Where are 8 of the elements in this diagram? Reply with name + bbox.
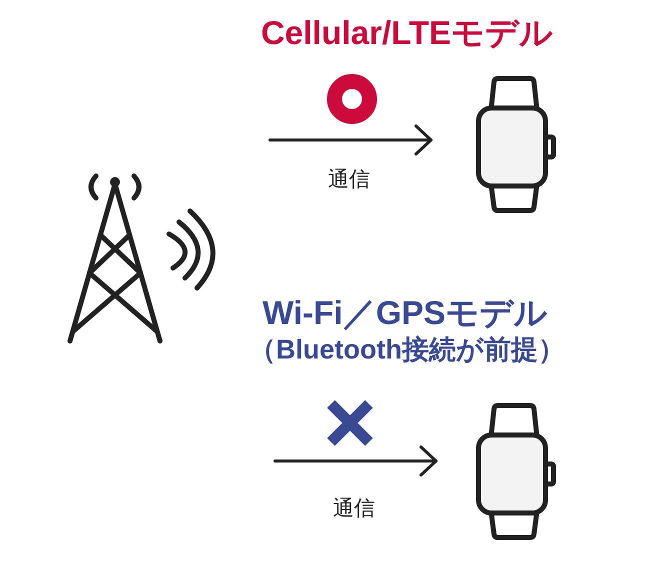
- heading: Cellular/LTEモデル: [260, 14, 554, 52]
- smartwatch-icon: [474, 74, 558, 215]
- heading: Wi-Fi／GPSモデル: [262, 294, 548, 332]
- arrow: [274, 446, 438, 476]
- smartwatch-icon: [474, 401, 558, 542]
- radio-tower-icon: [66, 172, 218, 346]
- arrow: [268, 124, 432, 156]
- subheading: （Bluetooth接続が前提）: [249, 334, 565, 366]
